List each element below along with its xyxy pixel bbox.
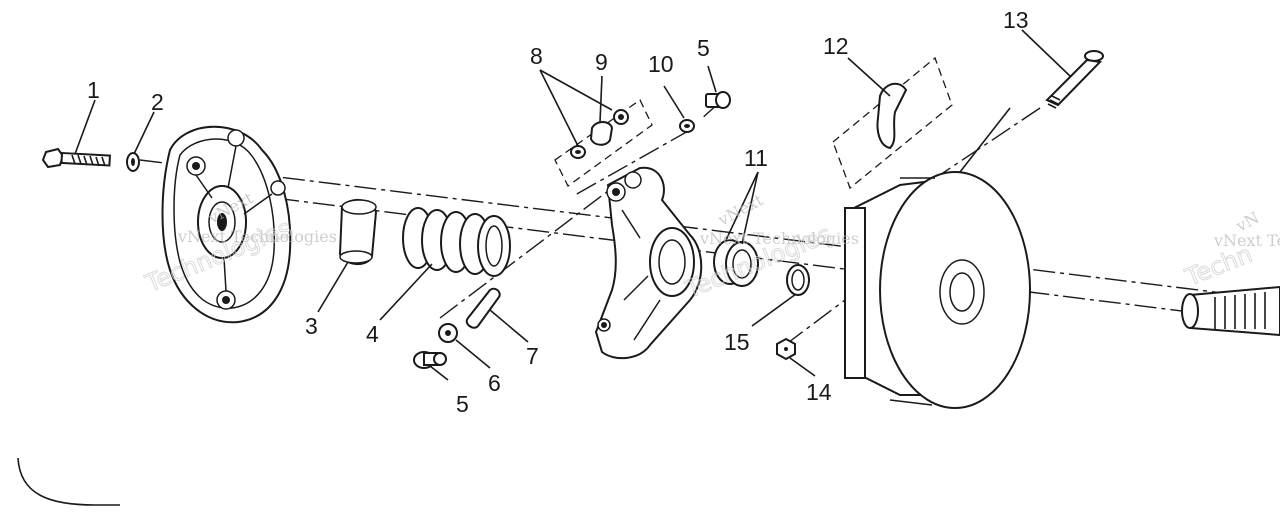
weight-kit-box <box>832 56 953 190</box>
bolt-part-1 <box>41 147 111 169</box>
roller-button-upper-part-5 <box>705 91 731 109</box>
callout-2: 2 <box>151 89 164 115</box>
callout-7: 7 <box>526 343 539 369</box>
movable-sheave <box>844 171 1031 409</box>
washer-part-6 <box>438 323 458 343</box>
spider-assembly <box>594 166 703 360</box>
callout-15: 15 <box>724 329 750 355</box>
page-border-curve <box>17 457 120 506</box>
watermark-brand-left: vNext Technologies <box>177 227 337 246</box>
nut-part-14 <box>776 337 796 361</box>
washer-part-2 <box>126 152 140 172</box>
callout-4: 4 <box>366 321 379 347</box>
callout-11: 11 <box>744 145 768 171</box>
watermark-vnext-mid: vNext <box>714 190 767 230</box>
bolt-part-13 <box>1045 50 1104 109</box>
callout-leaders <box>74 29 1071 381</box>
callout-5-upper: 5 <box>697 35 710 61</box>
callout-14: 14 <box>806 379 832 405</box>
callout-1: 1 <box>87 77 100 103</box>
shaft-fragment <box>1181 285 1280 337</box>
callout-10: 10 <box>648 51 674 77</box>
ring-part-15 <box>786 264 810 296</box>
washer-part-10 <box>679 119 695 133</box>
watermark-brand-right: vNext Te <box>1213 231 1280 250</box>
callout-3: 3 <box>305 313 318 339</box>
roller-button-lower-part-5 <box>413 351 447 369</box>
clutch-cover <box>161 125 292 324</box>
bushings-part-11 <box>713 239 759 287</box>
callout-9: 9 <box>595 49 608 75</box>
assembly-axis-lines <box>139 101 1280 346</box>
watermarks: vNext vNext Technologies Technologies vN… <box>140 188 1280 304</box>
roller-kit-box <box>554 99 653 187</box>
callout-5-lower: 5 <box>456 391 469 417</box>
callout-12: 12 <box>823 33 849 59</box>
watermark-brand-mid: vNext Technologies <box>699 229 859 248</box>
callout-labels: 1 2 3 4 5 5 6 7 8 9 10 11 12 13 14 15 <box>87 7 1029 417</box>
callout-13: 13 <box>1003 7 1029 33</box>
callout-6: 6 <box>488 370 501 396</box>
callout-8: 8 <box>530 43 543 69</box>
pin-part-7 <box>465 287 501 329</box>
spring-part-4 <box>402 207 511 277</box>
bushing-part-3 <box>338 199 378 265</box>
